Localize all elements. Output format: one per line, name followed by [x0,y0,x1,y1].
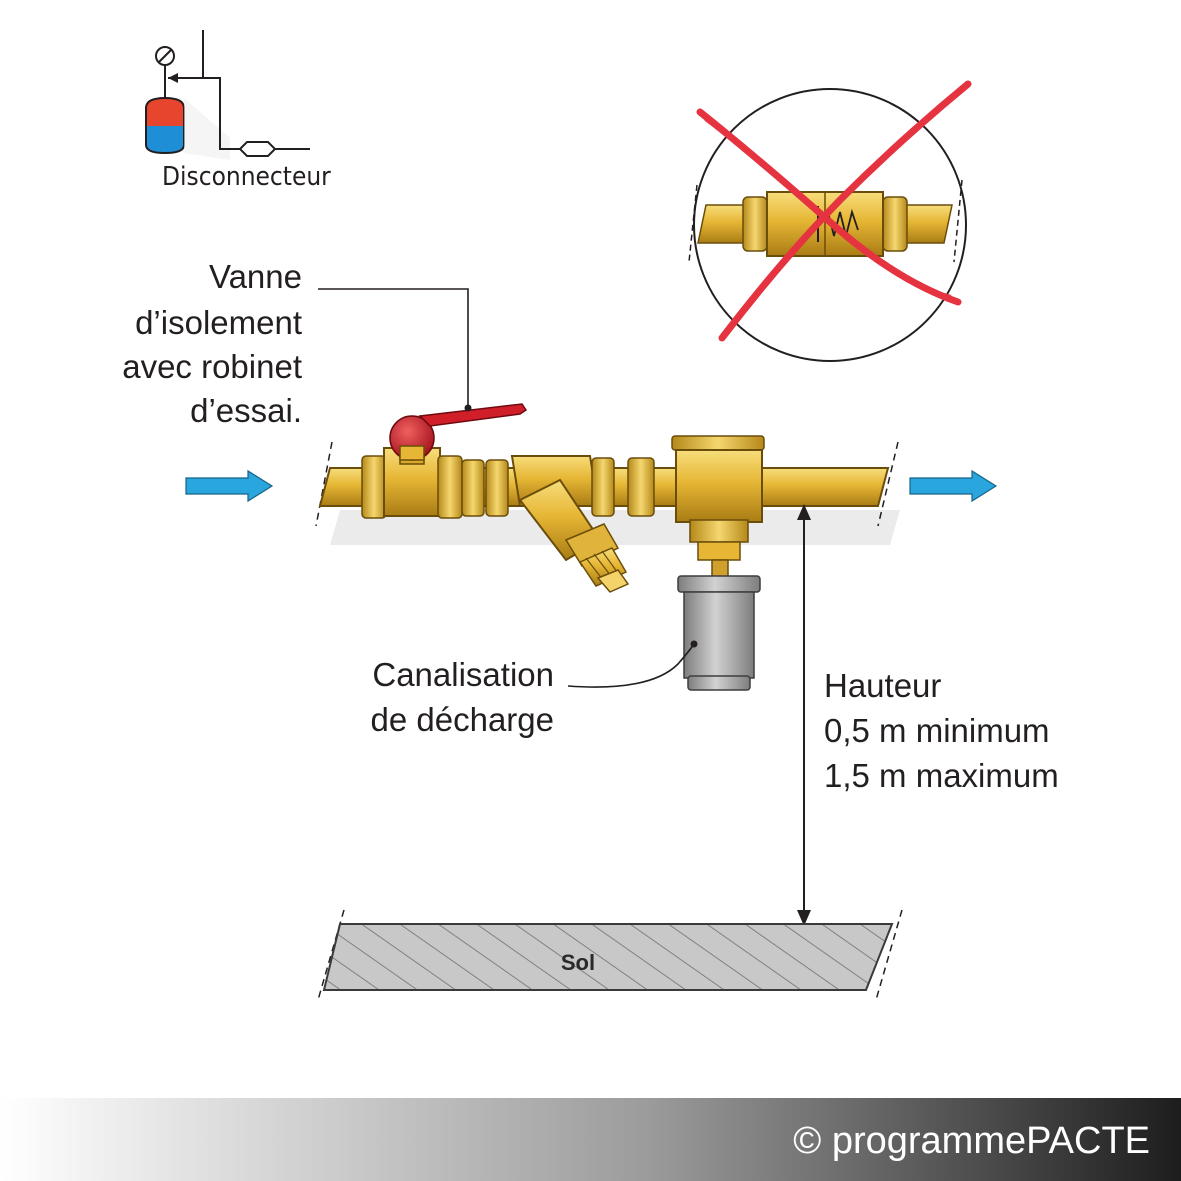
valve-label-line2: d’isolement [135,304,302,341]
copyright-text: © programmePACTE [793,1120,1150,1162]
floor-slab: Sol [317,909,903,1001]
height-dimension [797,504,811,926]
union-nuts [461,457,655,517]
height-label-line1: Hauteur [824,667,941,704]
disconnecteur-schema: Disconnecteur [145,30,331,192]
pipe-assembly [185,403,998,691]
disconnecteur-symbol [238,141,277,157]
forbidden-check-valve [688,80,972,362]
height-label-line3: 1,5 m maximum [824,757,1059,794]
valve-label-line4: d’essai. [190,392,302,429]
height-label: Hauteur 0,5 m minimum 1,5 m maximum [824,667,1059,794]
arrow-right-icon [909,469,998,503]
valve-label-line3: avec robinet [122,348,302,385]
drain-label-line1: Canalisation [372,656,554,693]
drain-funnel [677,575,761,691]
drain-label-line2: de décharge [371,701,554,738]
arrow-right-icon [185,469,274,503]
leader-lines [318,288,698,688]
valve-label-line1: Vanne [209,258,302,295]
expansion-tank-icon [145,96,230,160]
height-label-line2: 0,5 m minimum [824,712,1050,749]
drain-label: Canalisation de décharge [371,656,554,738]
y-strainer [510,455,630,593]
disconnecteur-label: Disconnecteur [162,162,331,192]
disconnecteur-body [671,435,765,579]
isolation-valve [361,403,528,519]
red-cross-icon [696,80,972,342]
gauge-icon [155,46,175,100]
valve-label: Vanne d’isolement avec robinet d’essai. [122,258,302,429]
footer-banner: © programmePACTE [0,1098,1181,1181]
floor-label: Sol [561,950,595,975]
